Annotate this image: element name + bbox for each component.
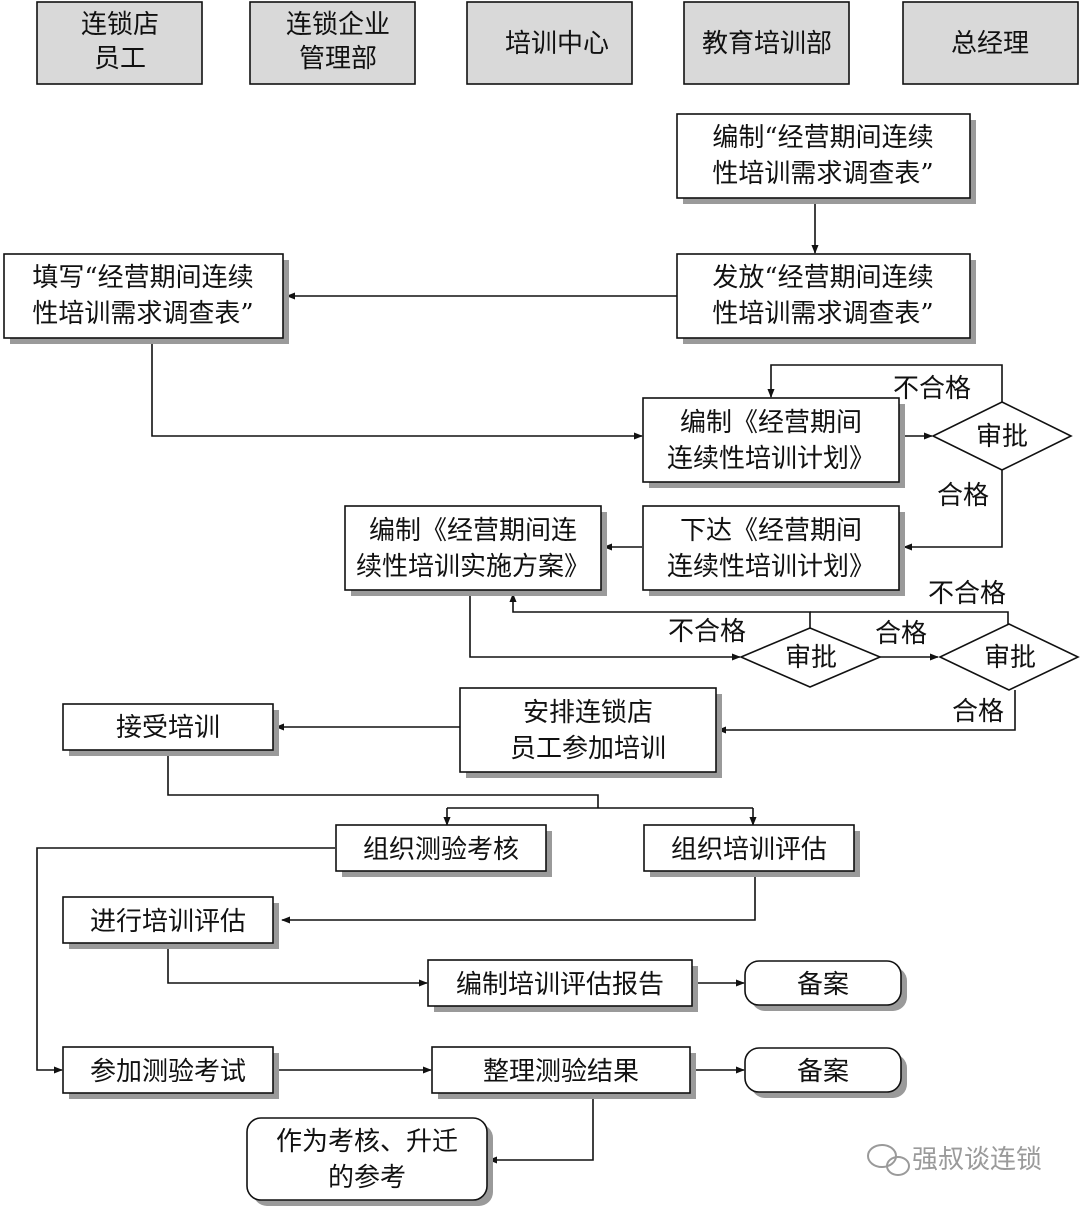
node-issue-plan: 下达《经营期间连续性培训计划》 — [642, 505, 905, 596]
svg-text:教育培训部: 教育培训部 — [702, 29, 832, 59]
svg-text:编制培训评估报告: 编制培训评估报告 — [456, 970, 664, 1000]
svg-text:总经理: 总经理 — [951, 29, 1029, 59]
edge-label-pass-2: 合格 — [875, 619, 927, 649]
edge-organize-eval-to-conduct — [281, 873, 756, 924]
edge-label-pass-3: 合格 — [952, 697, 1004, 727]
svg-text:整理测验结果: 整理测验结果 — [483, 1057, 639, 1087]
node-issue-survey: 发放“经营期间连续性培训需求调查表” — [676, 253, 976, 344]
node-conduct-evaluation: 进行培训评估 — [62, 896, 279, 949]
edge-fill-survey-to-compile-plan — [151, 338, 643, 440]
svg-text:编制《经营期间连续性培训计划》: 编制《经营期间连续性培训计划》 — [667, 408, 875, 474]
edge-results-to-reference — [488, 1094, 594, 1164]
svg-text:编制“经营期间连续性培训需求调查表”: 编制“经营期间连续性培训需求调查表” — [712, 123, 933, 189]
node-approve-1: 审批 — [931, 401, 1073, 471]
header-training-center: 培训中心 — [466, 1, 633, 85]
node-compile-plan: 编制《经营期间连续性培训计划》 — [642, 397, 905, 488]
edge-compile-scheme-to-approve-2 — [469, 590, 741, 661]
edge-approve-3-pass — [717, 690, 1016, 734]
edge-label-fail-2: 不合格 — [668, 617, 746, 647]
svg-text:连锁店员工: 连锁店员工 — [81, 10, 159, 74]
edge-approve-3-fail — [810, 611, 1009, 624]
header-general-manager: 总经理 — [902, 1, 1079, 85]
edge-label-fail-1: 不合格 — [893, 374, 971, 404]
node-take-exam: 参加测验考试 — [62, 1046, 279, 1099]
node-compile-report: 编制培训评估报告 — [427, 959, 698, 1012]
svg-text:参加测验考试: 参加测验考试 — [90, 1057, 246, 1087]
node-archive-1: 备案 — [744, 960, 907, 1011]
node-organize-test: 组织测验考核 — [335, 824, 552, 877]
node-compile-survey: 编制“经营期间连续性培训需求调查表” — [676, 113, 976, 204]
node-approve-2: 审批 — [738, 627, 883, 688]
node-compile-scheme: 编制《经营期间连续性培训实施方案》 — [344, 505, 607, 596]
svg-text:接受培训: 接受培训 — [116, 713, 220, 743]
connectors — [36, 198, 1016, 1164]
svg-text:备案: 备案 — [797, 970, 849, 1000]
svg-text:填写“经营期间连续性培训需求调查表”: 填写“经营期间连续性培训需求调查表” — [32, 263, 253, 329]
header-store-staff: 连锁店员工 — [36, 1, 203, 85]
node-archive-2: 备案 — [744, 1047, 907, 1098]
svg-text:强叔谈连锁: 强叔谈连锁 — [912, 1145, 1042, 1175]
edge-organize-test-to-exam — [36, 847, 335, 1074]
svg-text:连锁企业管理部: 连锁企业管理部 — [286, 10, 390, 74]
node-arrange-training: 安排连锁店员工参加培训 — [459, 687, 722, 778]
svg-text:组织测验考核: 组织测验考核 — [363, 835, 519, 865]
svg-text:审批: 审批 — [984, 643, 1036, 673]
node-receive-training: 接受培训 — [62, 703, 279, 756]
edge-label-pass-1: 合格 — [937, 481, 989, 511]
edge-conduct-to-report — [167, 943, 428, 987]
svg-text:组织培训评估: 组织培训评估 — [671, 835, 827, 865]
svg-text:下达《经营期间连续性培训计划》: 下达《经营期间连续性培训计划》 — [667, 516, 875, 582]
svg-text:作为考核、升迁的参考: 作为考核、升迁的参考 — [276, 1127, 458, 1193]
edge-receive-split — [167, 750, 599, 808]
svg-text:进行培训评估: 进行培训评估 — [90, 907, 246, 937]
header-education-dept: 教育培训部 — [683, 1, 850, 85]
svg-text:编制《经营期间连续性培训实施方案》: 编制《经营期间连续性培训实施方案》 — [356, 516, 590, 582]
svg-text:审批: 审批 — [976, 422, 1028, 452]
node-organize-evaluation: 组织培训评估 — [643, 824, 860, 877]
watermark: 强叔谈连锁 — [867, 1144, 1042, 1176]
edge-label-fail-3: 不合格 — [928, 579, 1006, 609]
node-fill-survey: 填写“经营期间连续性培训需求调查表” — [3, 253, 289, 344]
node-approve-3: 审批 — [938, 623, 1080, 691]
edge-approve-2-fail — [509, 593, 811, 632]
svg-text:培训中心: 培训中心 — [505, 29, 609, 59]
svg-text:审批: 审批 — [785, 643, 837, 673]
wechat-icon — [867, 1144, 910, 1176]
svg-text:发放“经营期间连续性培训需求调查表”: 发放“经营期间连续性培训需求调查表” — [712, 263, 933, 329]
edge-approve-1-pass — [903, 470, 1003, 551]
node-sort-results: 整理测验结果 — [431, 1046, 696, 1099]
edge-approve-1-fail — [767, 364, 1003, 402]
header-enterprise-mgmt: 连锁企业管理部 — [249, 1, 416, 85]
node-reference: 作为考核、升迁的参考 — [246, 1117, 493, 1206]
svg-text:安排连锁店员工参加培训: 安排连锁店员工参加培训 — [510, 698, 666, 764]
svg-text:备案: 备案 — [797, 1057, 849, 1087]
